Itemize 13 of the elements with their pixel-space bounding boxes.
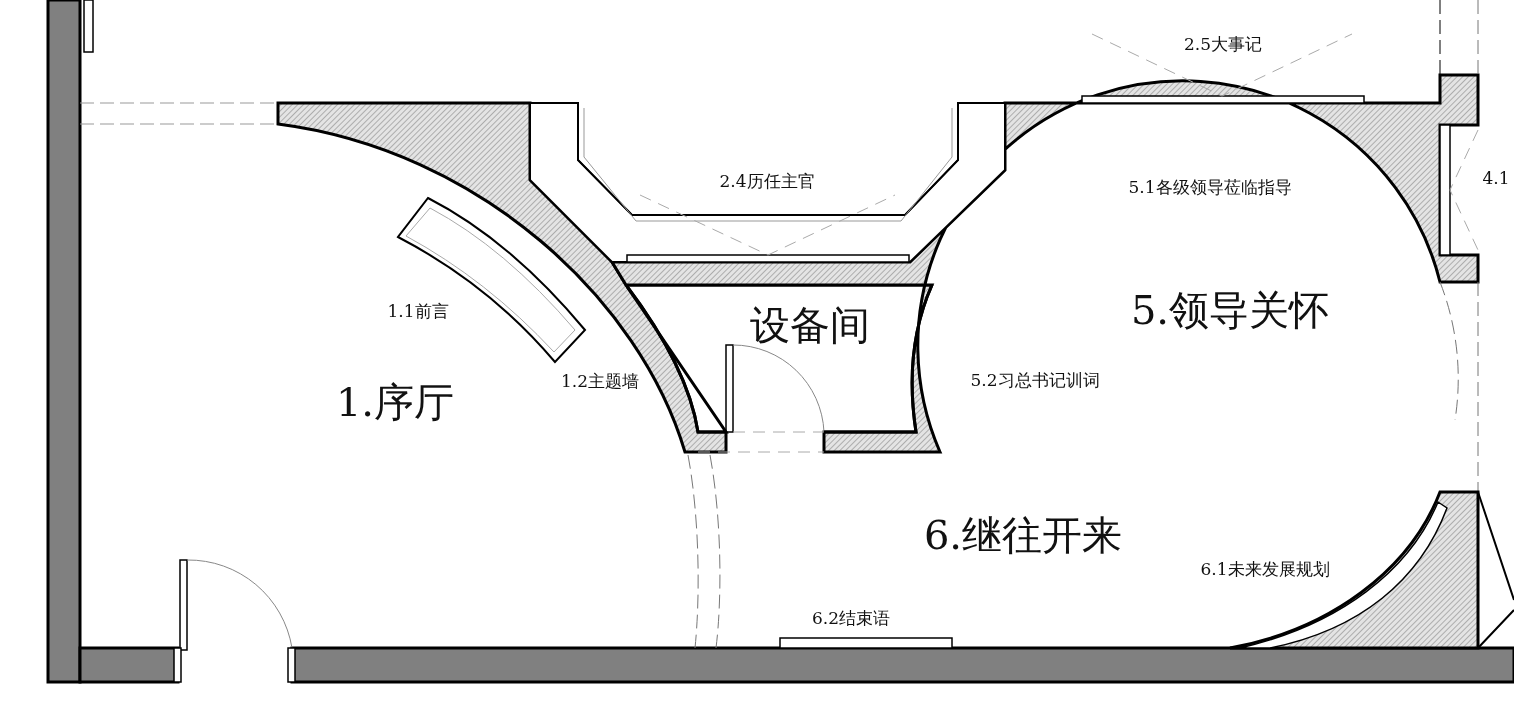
room-name: 设备间 [750,305,870,345]
zone-name: 5.领导关怀 [1130,290,1330,330]
exhibit-label: 2.4历任主官 [719,172,815,190]
exhibit-label: 5.2习总书记训词 [970,371,1100,389]
exhibit-label: 1.1前言 [387,302,449,320]
exhibit-label: 5.1各级领导莅临指导 [1128,178,1292,196]
exhibit-label: 6.1未来发展规划 [1200,560,1330,578]
exhibit-label: 1.2主题墙 [561,372,639,390]
exhibit-label: 4.1 [1482,169,1510,187]
exhibit-label: 6.2结束语 [812,609,890,627]
exhibit-label: 2.5大事记 [1184,35,1262,53]
zone-name: 6.继往开来 [923,515,1123,555]
zone-name: 1.序厅 [335,382,455,422]
